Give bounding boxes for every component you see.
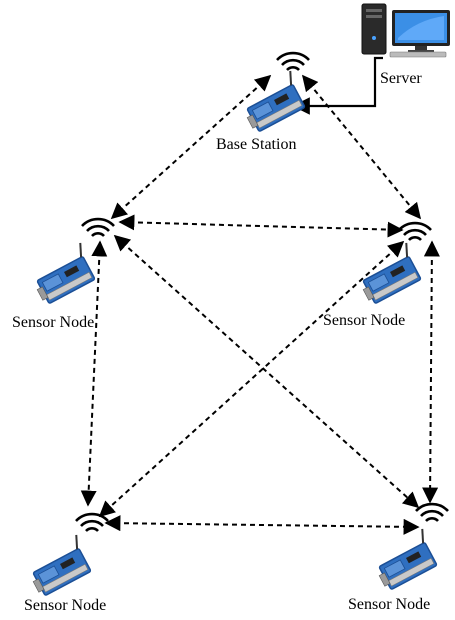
link-server-base <box>292 56 383 115</box>
sensor-board-icon <box>352 241 426 307</box>
sensor-node-top-right-label: Sensor Node <box>323 312 406 329</box>
base-station-label: Base Station <box>216 136 297 153</box>
link-topleft-bottomleft <box>80 240 108 507</box>
sensor-board-icon <box>26 241 100 307</box>
sensor-board-icon <box>22 533 96 599</box>
link-topleft-topright <box>118 214 404 238</box>
wireless-signal-icon <box>414 502 450 523</box>
link-topright-bottomleft <box>98 240 405 518</box>
link-base-topright <box>301 74 422 220</box>
sensor-board-icon <box>236 69 310 135</box>
links-layer <box>80 74 440 535</box>
wireless-signal-icon <box>80 217 116 238</box>
desktop-computer-icon <box>361 3 450 58</box>
sensor-node-top-left-label: Sensor Node <box>12 314 95 331</box>
sensor-board-icon <box>368 527 442 593</box>
link-topright-bottomright <box>422 240 440 504</box>
sensor-node-bottom-right-label: Sensor Node <box>348 596 431 613</box>
sensor-node-bottom-left-label: Sensor Node <box>24 597 107 614</box>
link-bottomleft-bottomright <box>104 515 420 535</box>
wireless-signal-icon <box>74 512 110 533</box>
server-label: Server <box>380 70 422 87</box>
wireless-signal-icon <box>397 221 433 242</box>
wireless-signal-icon <box>275 51 311 72</box>
